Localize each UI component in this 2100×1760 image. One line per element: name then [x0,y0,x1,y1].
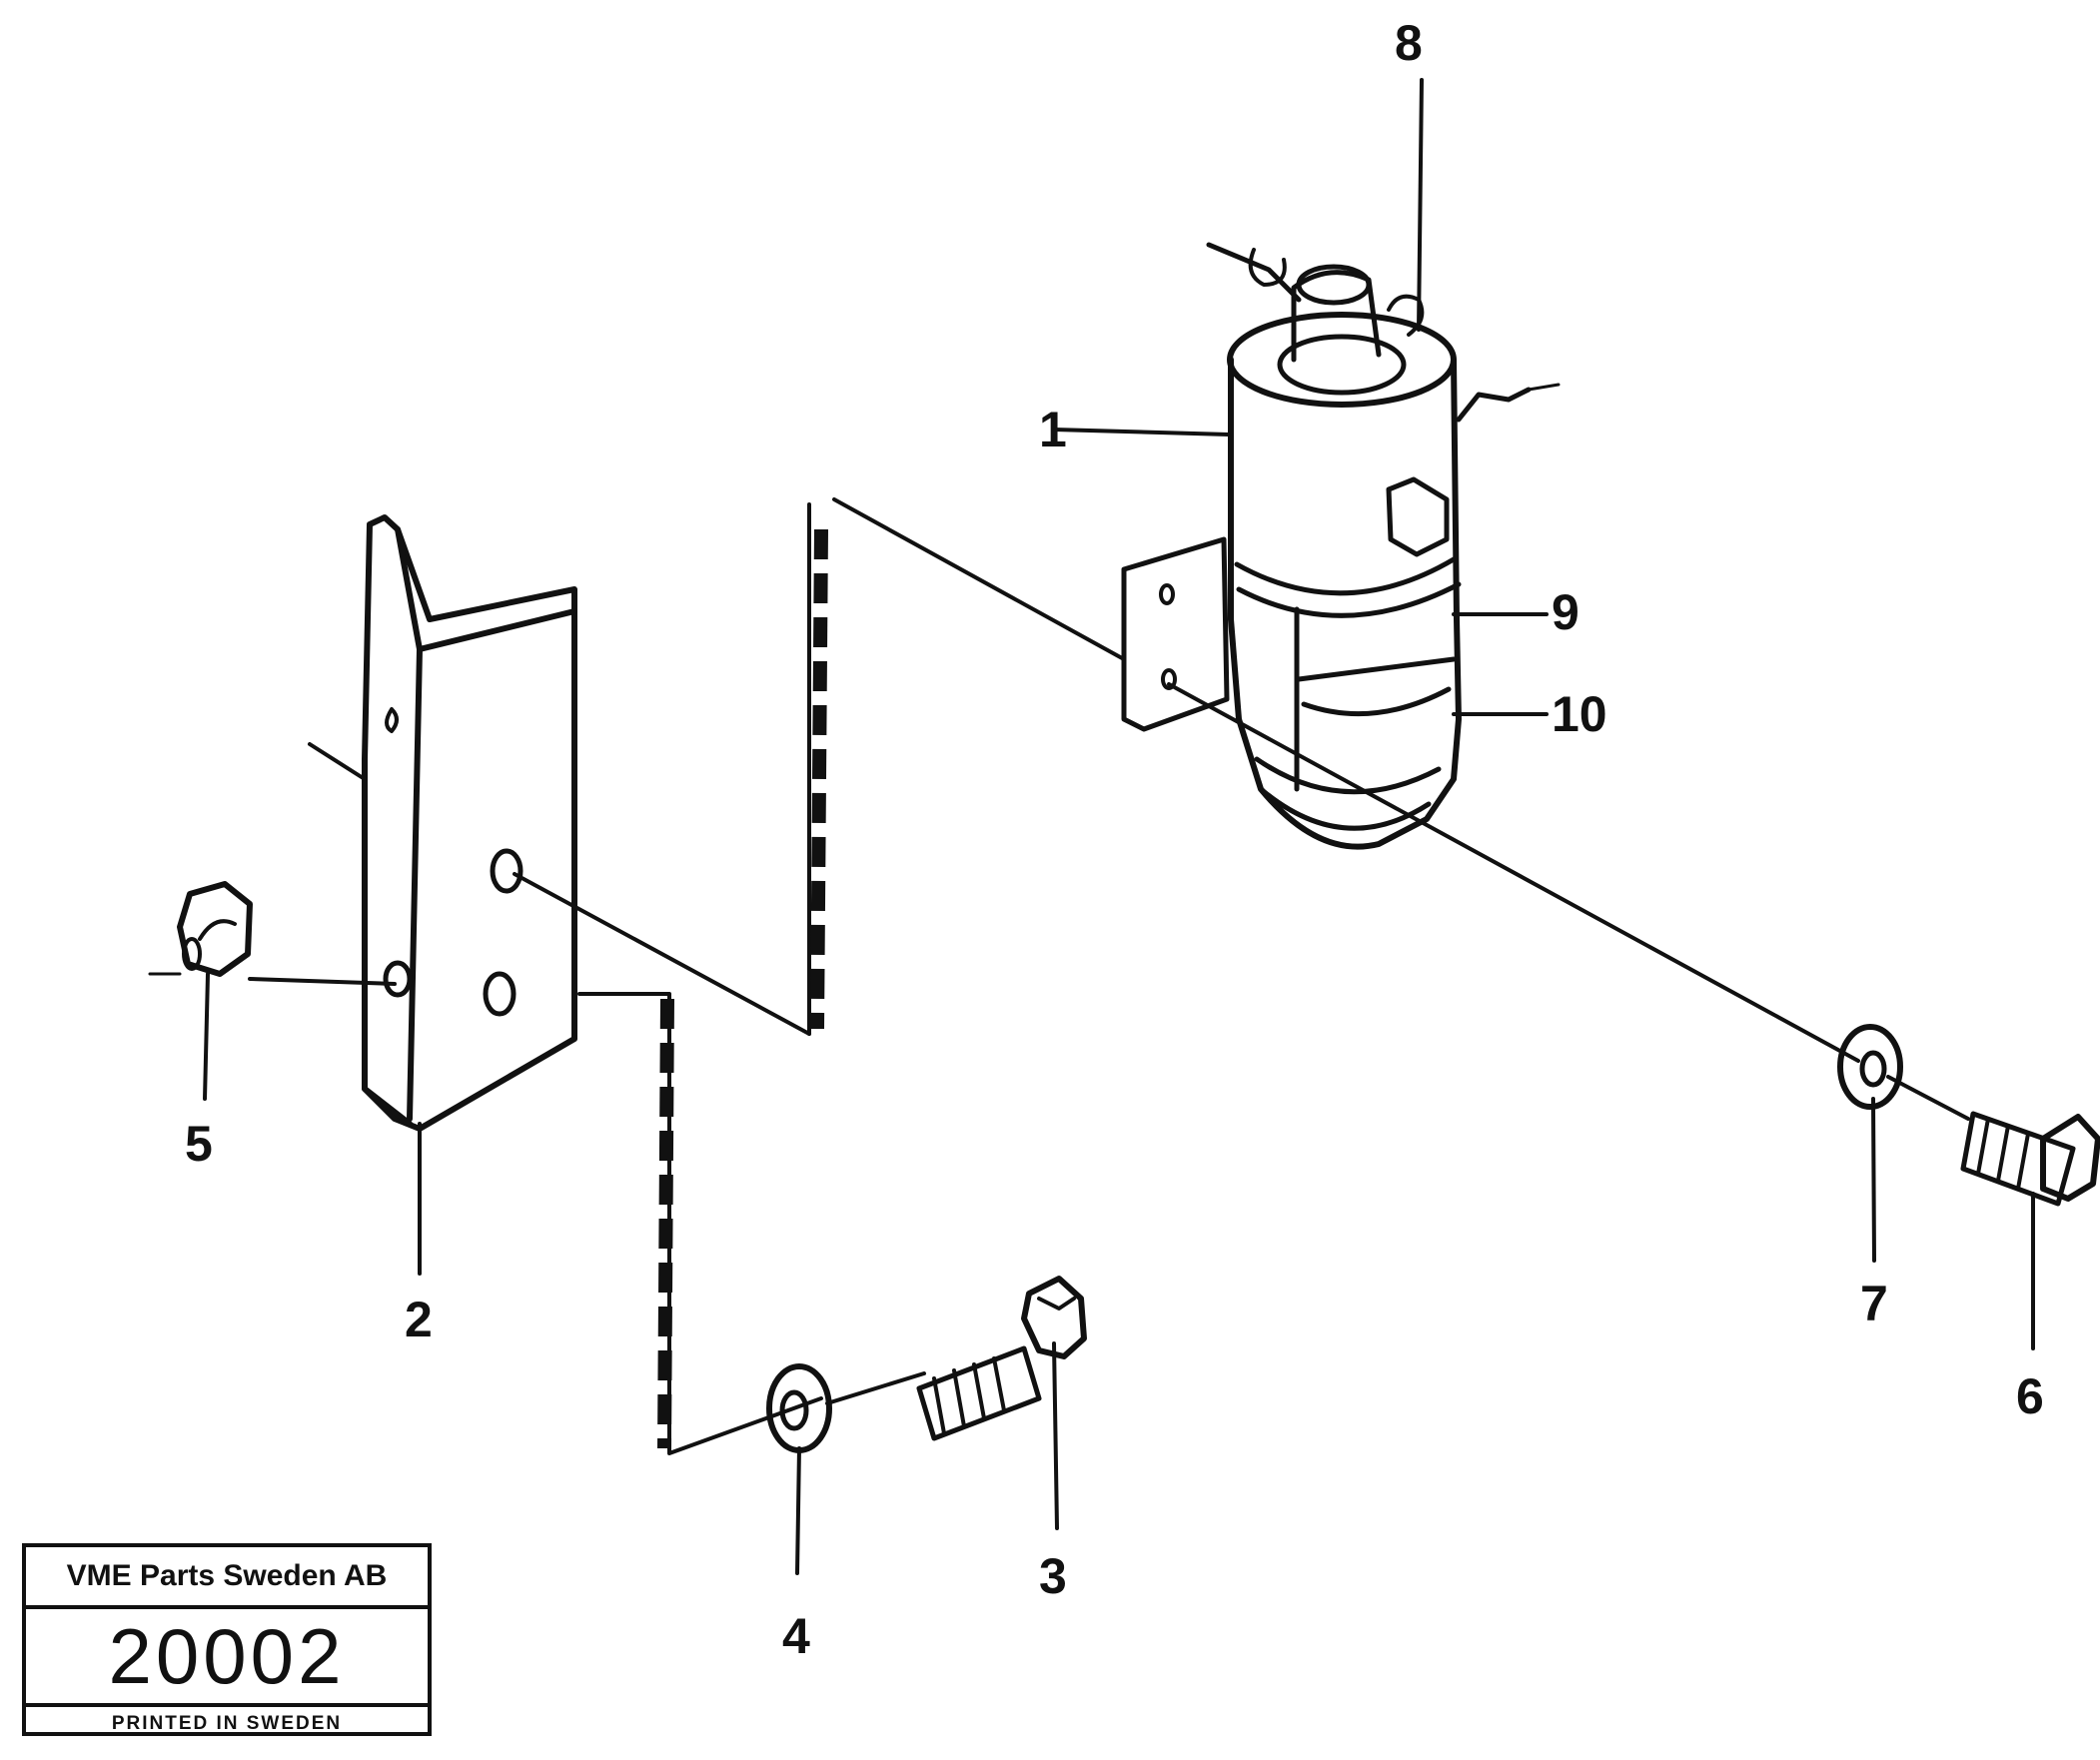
callout-6: 6 [2016,1368,2044,1424]
callout-4: 4 [782,1608,810,1664]
company-name: VME Parts Sweden AB [26,1547,428,1609]
assembly-lines [513,497,1970,1455]
nut [148,881,397,986]
callout-7: 7 [1860,1276,1888,1331]
receiver-drier [1121,242,1561,850]
callout-1: 1 [1039,402,1067,457]
leader-lines [203,78,2035,1575]
callout-labels: 1 2 3 4 5 6 7 8 9 10 [185,15,2044,1664]
callout-2: 2 [405,1292,433,1347]
callout-5: 5 [185,1116,213,1172]
title-block: VME Parts Sweden AB 20002 PRINTED IN SWE… [22,1543,432,1736]
bolt-lower [916,1276,1087,1441]
callout-10: 10 [1552,686,1607,742]
bracket [308,514,577,1132]
printed-note: PRINTED IN SWEDEN [111,1712,343,1734]
bolt-right [1960,1111,2100,1207]
washer-right [1837,1024,1903,1110]
drawing-number: 20002 [26,1609,428,1707]
callout-3: 3 [1039,1548,1067,1604]
callout-9: 9 [1552,584,1579,640]
callout-8: 8 [1395,15,1423,71]
